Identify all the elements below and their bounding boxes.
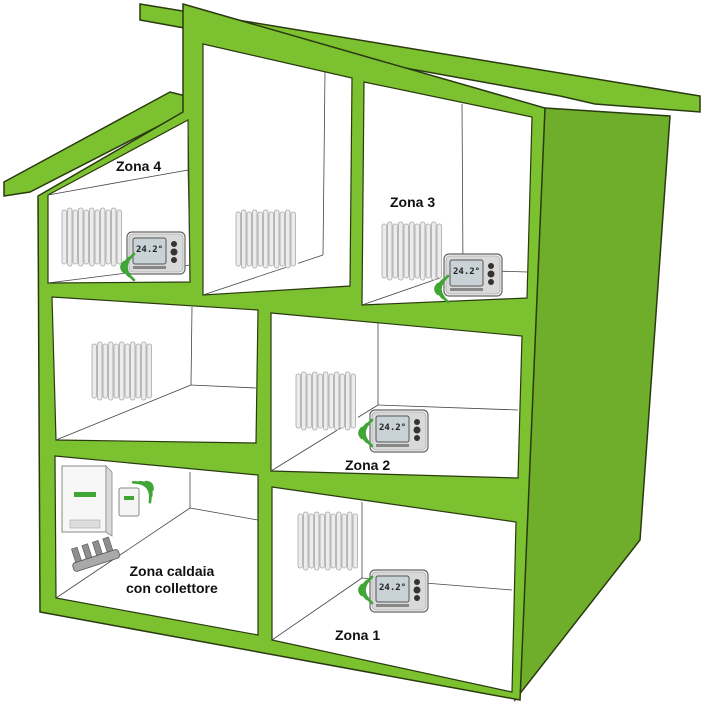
receiver-icon [118, 487, 140, 517]
zone-label-2: Zona 2 [345, 457, 391, 473]
radiator-icon [91, 341, 155, 401]
zone-label-3: Zona 3 [390, 194, 436, 210]
boiler-icon [61, 465, 113, 537]
svg-text:24.2°: 24.2° [379, 583, 406, 593]
thermostat-icon: 24.2° [369, 409, 429, 453]
zone-label-caldaia-line1: Zona caldaia [129, 563, 215, 579]
svg-text:24.2°: 24.2° [453, 267, 480, 277]
zone-label-caldaia: Zona caldaia con collettore [126, 563, 218, 597]
radiator-icon [235, 209, 299, 269]
thermostat-icon: 24.2° [443, 253, 503, 297]
manifold-icon [71, 536, 120, 572]
zone-label-4: Zona 4 [116, 158, 162, 174]
svg-text:24.2°: 24.2° [136, 245, 163, 255]
radiator-icon [295, 371, 359, 431]
room-zona-2 [270, 312, 523, 479]
room-mid-left [51, 296, 259, 444]
radiator-icon [297, 511, 361, 571]
radiator-icon [381, 221, 445, 281]
roof-right [139, 3, 701, 113]
svg-text:24.2°: 24.2° [379, 423, 406, 433]
thermostat-icon: 24.2° [369, 569, 429, 613]
zone-label-caldaia-line2: con collettore [126, 580, 218, 596]
radiator-icon [61, 207, 125, 267]
zone-label-1: Zona 1 [335, 627, 381, 643]
thermostat-icon: 24.2° [126, 231, 186, 275]
